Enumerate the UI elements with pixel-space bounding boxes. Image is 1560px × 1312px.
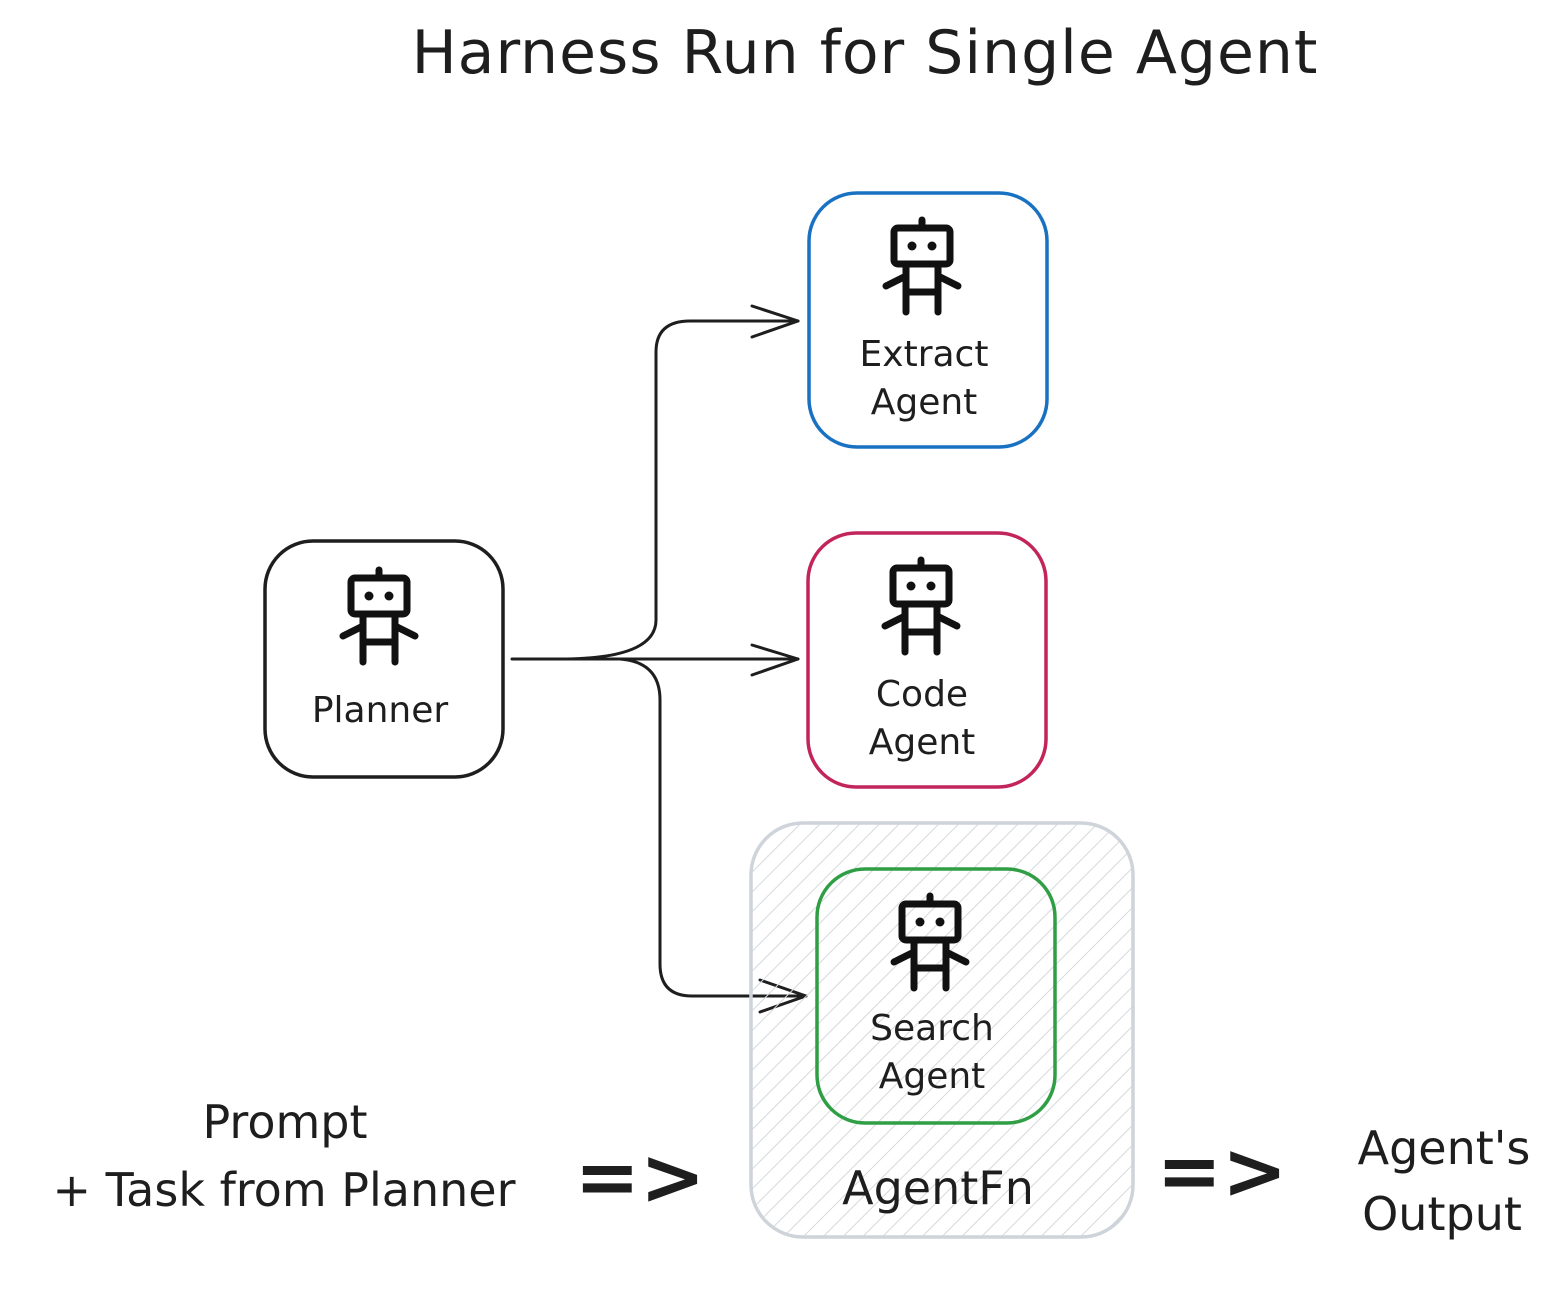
planner-label: Planner xyxy=(312,690,449,731)
output-description: Agent's Output xyxy=(1358,1121,1531,1241)
diagram-title: Harness Run for Single Agent xyxy=(411,18,1319,88)
extract-agent-label-line1: Extract xyxy=(860,334,989,375)
arrowhead-code xyxy=(750,643,800,677)
output-line2: Output xyxy=(1362,1187,1522,1241)
agentfn-wrapper: AgentFn xyxy=(749,821,1135,1239)
extract-agent-node: Extract Agent xyxy=(807,191,1049,449)
code-agent-label-line1: Code xyxy=(876,674,968,715)
connector-planner-to-extract xyxy=(558,319,800,661)
search-agent-label-line2: Agent xyxy=(879,1056,986,1097)
input-line1: Prompt xyxy=(202,1095,367,1149)
output-line1: Agent's xyxy=(1358,1121,1531,1175)
code-agent-node: Code Agent xyxy=(806,531,1048,789)
connector-planner-to-search xyxy=(618,657,808,998)
input-description: Prompt + Task from Planner xyxy=(53,1095,516,1217)
extract-agent-label-line2: Agent xyxy=(871,382,978,423)
search-agent-label-line1: Search xyxy=(870,1008,994,1049)
arrowhead-extract xyxy=(750,304,800,339)
agentfn-label: AgentFn xyxy=(842,1161,1034,1215)
input-line2: + Task from Planner xyxy=(53,1163,516,1217)
planner-node: Planner xyxy=(263,539,505,779)
code-agent-label-line2: Agent xyxy=(869,722,976,763)
output-arrow-icon: => xyxy=(1157,1127,1288,1217)
search-agent-node: Search Agent xyxy=(815,867,1057,1125)
input-arrow-icon: => xyxy=(575,1133,706,1223)
